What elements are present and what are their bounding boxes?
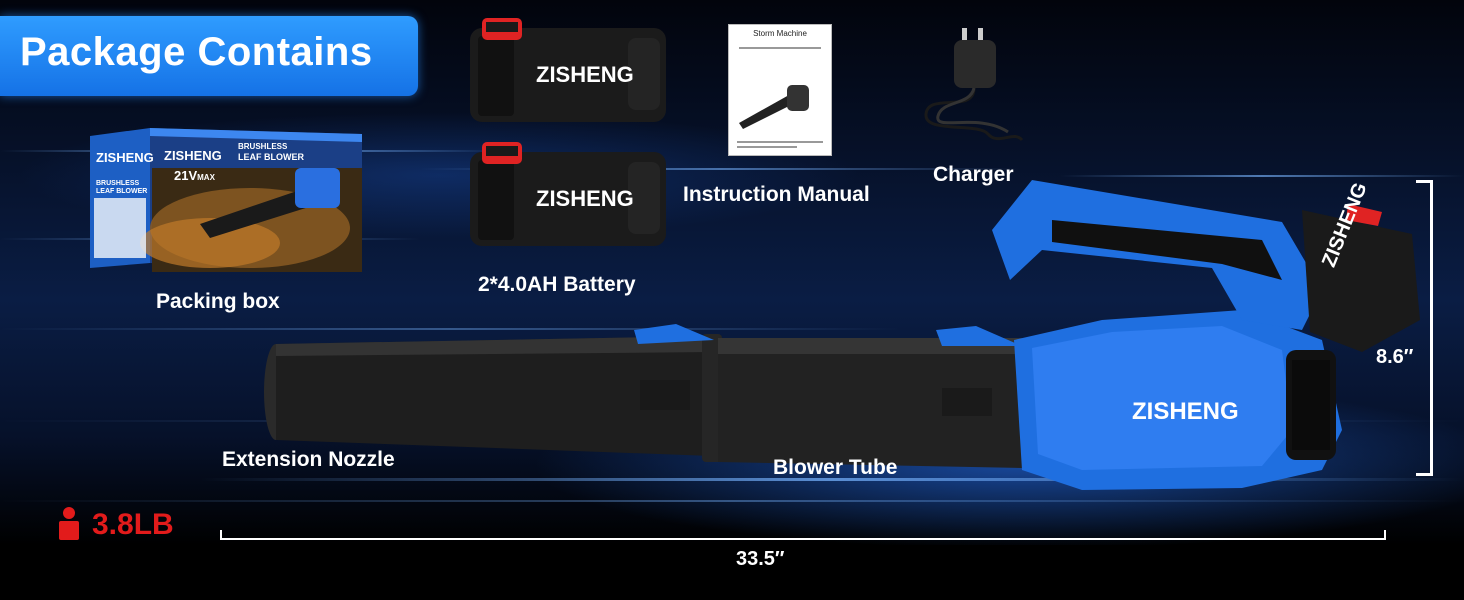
weight-value: 3.8LB xyxy=(92,508,174,541)
charger xyxy=(918,22,1030,154)
box-voltage: 21VMAX xyxy=(174,168,215,183)
box-brand: ZISHENG xyxy=(164,148,222,163)
light-streak xyxy=(0,328,900,330)
charger-label: Charger xyxy=(933,163,1014,186)
box-line2: LEAF BLOWER xyxy=(238,152,304,162)
banner-title: Package Contains xyxy=(20,30,373,74)
battery-label: 2*4.0AH Battery xyxy=(478,273,636,296)
battery-top: ZISHENG xyxy=(468,14,668,124)
bottom-band xyxy=(0,545,1464,600)
weight-person-icon xyxy=(58,506,80,540)
length-value: 33.5″ xyxy=(736,548,785,570)
battery-brand: ZISHENG xyxy=(536,186,634,211)
light-streak xyxy=(0,500,1464,502)
package-contains-banner: Package Contains xyxy=(0,16,418,96)
battery-bottom: ZISHENG xyxy=(468,138,668,248)
box-side-line2: LEAF BLOWER xyxy=(96,188,148,195)
packing-box: ZISHENG BRUSHLESS LEAF BLOWER ZISHENG BR… xyxy=(90,128,362,276)
box-side-brand: ZISHENG xyxy=(96,150,154,165)
length-dimension xyxy=(220,530,1386,542)
manual-label: Instruction Manual xyxy=(683,183,870,206)
light-streak xyxy=(200,478,1464,481)
height-dimension xyxy=(1416,180,1436,476)
battery-brand: ZISHENG xyxy=(536,62,634,87)
blower-brand: ZISHENG xyxy=(1132,398,1239,425)
extension-nozzle-label: Extension Nozzle xyxy=(222,448,395,471)
box-line1: BRUSHLESS xyxy=(238,142,288,151)
light-streak xyxy=(1060,175,1464,177)
instruction-manual: Storm Machine xyxy=(728,24,832,156)
light-streak xyxy=(420,168,1020,170)
box-side-line1: BRUSHLESS xyxy=(96,180,140,187)
leaf-blower: ZISHENG ZISHENG xyxy=(262,170,1422,500)
packing-box-label: Packing box xyxy=(156,290,280,313)
height-value: 8.6″ xyxy=(1376,346,1414,368)
manual-title: Storm Machine xyxy=(753,29,807,38)
blower-tube-label: Blower Tube xyxy=(773,456,898,479)
